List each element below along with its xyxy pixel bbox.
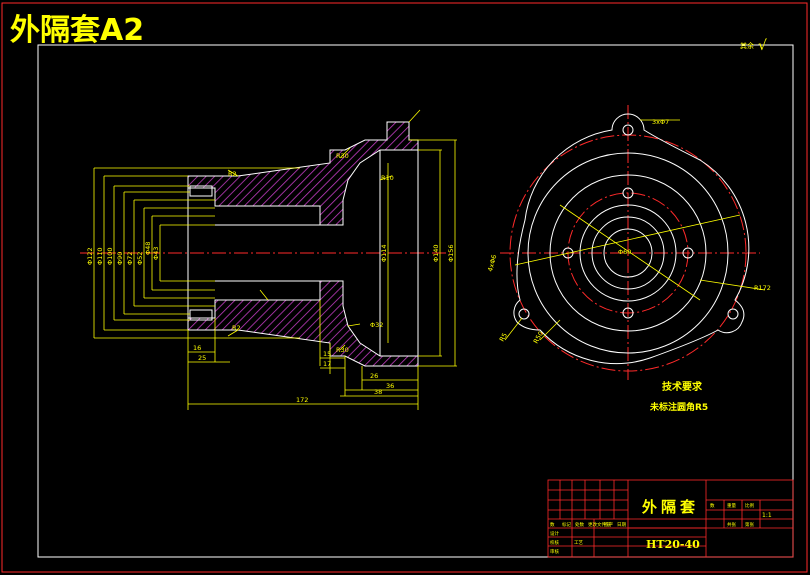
dim-4xd6: 4xΦ6: [486, 254, 498, 273]
dim-17: 17: [323, 360, 331, 368]
dim-d114: Φ114: [380, 244, 388, 262]
lug-hole-top: [622, 124, 634, 136]
hdr-cell-4: 签字: [604, 521, 613, 528]
front-view: 3xΦ7 Φ60 4xΦ6 R172 R5 R50: [486, 105, 771, 380]
row-label-1: 校核: [550, 539, 559, 546]
sheet-title: 外隔套A2: [10, 13, 144, 48]
right-cell-0: 数: [710, 502, 715, 509]
flange-outline: [513, 113, 750, 365]
dim-d52: Φ52: [136, 252, 144, 265]
lower-hatched-wall: [187, 280, 419, 367]
hdr-cell-5: 日期: [617, 522, 626, 528]
title-block: [547, 479, 794, 558]
dim-25: 25: [198, 354, 206, 362]
hdr-cell-1: 标记: [562, 521, 571, 528]
label-r10: R10: [381, 174, 394, 182]
right-cell-4: 第张: [745, 521, 754, 528]
dim-16: 16: [193, 344, 201, 352]
dim-d72: Φ72: [126, 252, 134, 265]
hole-section-top: [189, 185, 213, 197]
lug-hole-right: [727, 308, 739, 320]
bolt-hole-left: [562, 247, 574, 259]
right-cell-2: 比例: [745, 502, 754, 509]
front-circle-4: [591, 216, 665, 290]
dim-d110: Φ110: [96, 247, 104, 265]
hdr-cell-3: 更改文件号: [588, 521, 611, 528]
front-circle-3: [579, 204, 677, 302]
part-name: 外隔套: [641, 498, 699, 516]
dim-172: 172: [296, 396, 308, 404]
notes-line1: 未标注圆角R5: [649, 401, 708, 413]
dim-r5: R5: [498, 332, 509, 343]
material: HT20-40: [646, 538, 700, 551]
dim-r50: R50: [532, 330, 545, 345]
front-leaders: [504, 119, 766, 341]
roughness-note: 其余: [740, 41, 754, 50]
title-block-labels: 数 标记 处数 更改文件号 签字 日期 设计 校核 审核 工艺 数 重量 比例 …: [550, 502, 754, 555]
dim-38: 38: [374, 388, 382, 396]
label-r2-bottom: R2: [232, 324, 241, 332]
bolt-hole-bottom: [622, 307, 634, 319]
dim-36: 36: [386, 382, 394, 390]
dim-26: 26: [370, 372, 378, 380]
dim-d140: Φ140: [432, 244, 440, 262]
label-r30-top: R30: [336, 152, 349, 160]
notes-heading: 技术要求: [662, 380, 703, 393]
section-dim-texts: Φ122 Φ110 Φ100 Φ90 Φ72 Φ52 Φ48 Φ43 Φ114 …: [86, 152, 455, 404]
scale-value: 1:1: [762, 512, 772, 519]
row-label-0: 设计: [550, 530, 559, 537]
lug-hole-left: [518, 308, 530, 320]
label-r2-top: R2: [228, 170, 237, 178]
bolt-hole-right: [682, 247, 694, 259]
dim-d60: Φ60: [618, 248, 631, 256]
front-dim-texts: 3xΦ7 Φ60 4xΦ6 R172 R5 R50: [486, 118, 771, 345]
hole-section-bottom: [189, 309, 213, 321]
dim-15: 15: [323, 350, 331, 358]
right-cell-3: 共张: [727, 521, 736, 528]
dim-d43: Φ43: [152, 247, 160, 260]
row-label-3: 工艺: [574, 540, 583, 546]
dim-d48: Φ48: [144, 242, 152, 255]
hdr-cell-2: 处数: [575, 521, 584, 528]
right-cell-1: 重量: [727, 502, 736, 509]
section-view: Φ122 Φ110 Φ100 Φ90 Φ72 Φ52 Φ48 Φ43 Φ114 …: [80, 109, 457, 410]
row-label-2: 审核: [550, 548, 559, 555]
front-circle-5: [603, 228, 653, 278]
dim-r172: R172: [754, 284, 771, 292]
label-d32: Φ32: [370, 321, 383, 329]
bolt-hole-top: [622, 187, 634, 199]
dim-d100: Φ100: [106, 247, 114, 265]
dim-d156: Φ156: [447, 244, 455, 262]
dim-3xd7: 3xΦ7: [652, 118, 669, 126]
inner-frame: [37, 44, 794, 558]
label-r30-bottom: R30: [336, 346, 349, 354]
dim-d122: Φ122: [86, 247, 94, 265]
dim-d90: Φ90: [116, 252, 124, 265]
roughness-mark: √: [758, 38, 767, 54]
front-circle-1: [527, 152, 729, 354]
diameter-dim-lines: [93, 109, 457, 410]
hdr-cell-0: 数: [550, 521, 555, 528]
front-circle-2: [549, 174, 707, 332]
